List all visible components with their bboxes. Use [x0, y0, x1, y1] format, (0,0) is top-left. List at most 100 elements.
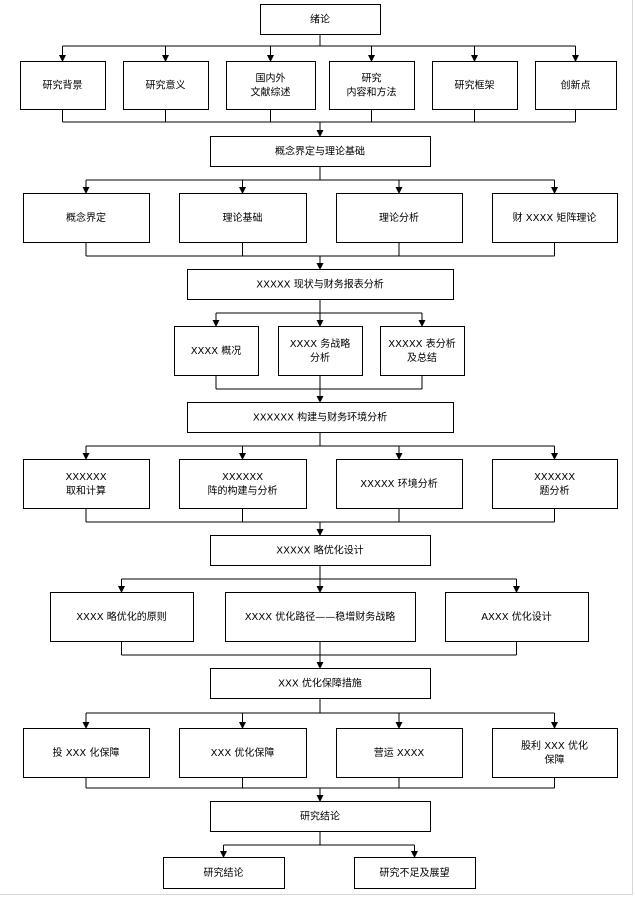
node-label: 概念界定与理论基础	[275, 145, 365, 158]
node-label: 投 XXX 化保障	[53, 746, 120, 759]
node-invest: 投 XXX 化保障	[23, 728, 150, 778]
node-xxx-guar: XXX 优化保障	[179, 728, 307, 778]
node-box	[20, 61, 106, 110]
node-path: XXXX 优化路径——稳增财务战略	[225, 592, 416, 642]
node-label: XXXX 务战略	[290, 337, 351, 350]
node-box	[187, 269, 454, 300]
node-box	[174, 326, 259, 376]
node-analysis: 理论分析	[336, 193, 463, 243]
node-axxx: AXXX 优化设计	[445, 592, 589, 642]
node-status: XXXXX 现状与财务报表分析	[187, 269, 454, 300]
node-label: XXXX 优化路径——稳增财务战略	[245, 610, 396, 623]
node-label: 营运 XXXX	[374, 746, 425, 759]
node-label: XXX 优化保障	[211, 746, 275, 759]
node-box	[210, 535, 431, 566]
node-label: 绪论	[310, 13, 330, 26]
node-conclusion: 研究结论	[210, 801, 431, 832]
node-label: 理论分析	[379, 211, 419, 224]
node-box	[492, 728, 618, 778]
node-box	[163, 857, 285, 889]
node-dividend: 股利 XXX 优化保障	[492, 728, 618, 778]
node-box	[354, 857, 476, 889]
node-box	[23, 728, 150, 778]
node-box	[492, 193, 618, 243]
node-ops: 营运 XXXX	[336, 728, 463, 778]
node-box	[432, 61, 518, 110]
node-label: 研究	[362, 72, 382, 85]
node-box	[50, 592, 194, 642]
node-box	[179, 459, 307, 509]
node-box	[187, 402, 454, 433]
node-opt-design: XXXXX 略优化设计	[210, 535, 431, 566]
node-label: 文献综述	[251, 86, 291, 99]
node-label: 保障	[545, 753, 565, 766]
node-matrix: 财 XXXX 矩阵理论	[492, 193, 618, 243]
node-box	[492, 459, 618, 509]
node-label: XXXXX 表分析	[388, 337, 455, 350]
node-label: 研究意义	[146, 79, 186, 92]
node-concept: 概念界定	[23, 193, 150, 243]
node-build: XXXXXX 构建与财务环境分析	[187, 402, 454, 433]
node-box	[179, 728, 307, 778]
node-label: 理论基础	[223, 211, 263, 224]
node-sig: 研究意义	[123, 61, 209, 110]
node-box	[210, 136, 431, 167]
node-label: 创新点	[561, 79, 591, 92]
node-frame: 研究框架	[432, 61, 518, 110]
node-label: XXXXXX	[65, 472, 106, 483]
node-future: 研究不足及展望	[354, 857, 476, 889]
node-box	[445, 592, 589, 642]
node-label: XXX 优化保障措施	[278, 677, 362, 690]
node-label: XXXXXX	[222, 472, 263, 483]
node-label: 研究结论	[300, 810, 340, 823]
node-intro: 绪论	[260, 4, 381, 35]
node-box	[380, 326, 465, 376]
node-box	[210, 801, 431, 832]
node-box	[225, 592, 416, 642]
node-label: 题分析	[540, 484, 570, 497]
node-box	[123, 61, 209, 110]
node-label: 取和计算	[66, 484, 106, 497]
node-box	[535, 61, 617, 110]
node-innov: 创新点	[535, 61, 617, 110]
node-theory: 理论基础	[179, 193, 307, 243]
node-principle: XXXX 略优化的原则	[50, 592, 194, 642]
node-box	[336, 193, 463, 243]
node-guarantee: XXX 优化保障措施	[210, 668, 431, 699]
node-env: XXXXX 环境分析	[336, 459, 463, 509]
node-label: 阵的构建与分析	[208, 484, 278, 497]
node-overview: XXXX 概况	[174, 326, 259, 376]
nodes: 绪论研究背景研究意义国内外文献综述研究内容和方法研究框架创新点概念界定与理论基础…	[20, 4, 618, 889]
node-label: 财 XXXX 矩阵理论	[513, 211, 597, 224]
node-box	[278, 326, 363, 376]
connectors	[59, 34, 579, 858]
node-box	[226, 61, 316, 110]
node-label: AXXX 优化设计	[481, 610, 552, 623]
node-label: XXXXX 环境分析	[360, 477, 437, 490]
node-label: 研究结论	[204, 866, 244, 879]
node-label: XXXXXX 构建与财务环境分析	[253, 411, 387, 424]
node-label: XXXXX 现状与财务报表分析	[256, 278, 383, 291]
node-label: 研究框架	[455, 79, 495, 92]
node-label: 及总结	[407, 351, 437, 364]
node-box	[179, 193, 307, 243]
node-concept-theory: 概念界定与理论基础	[210, 136, 431, 167]
node-box	[23, 459, 150, 509]
node-concl2: 研究结论	[163, 857, 285, 889]
node-label: 研究背景	[43, 79, 83, 92]
node-label: 分析	[310, 351, 330, 364]
node-label: 股利 XXX 优化	[521, 739, 588, 752]
node-label: 内容和方法	[347, 86, 397, 99]
node-label: XXXXX 略优化设计	[276, 544, 363, 557]
node-label: XXXXXX	[534, 472, 575, 483]
